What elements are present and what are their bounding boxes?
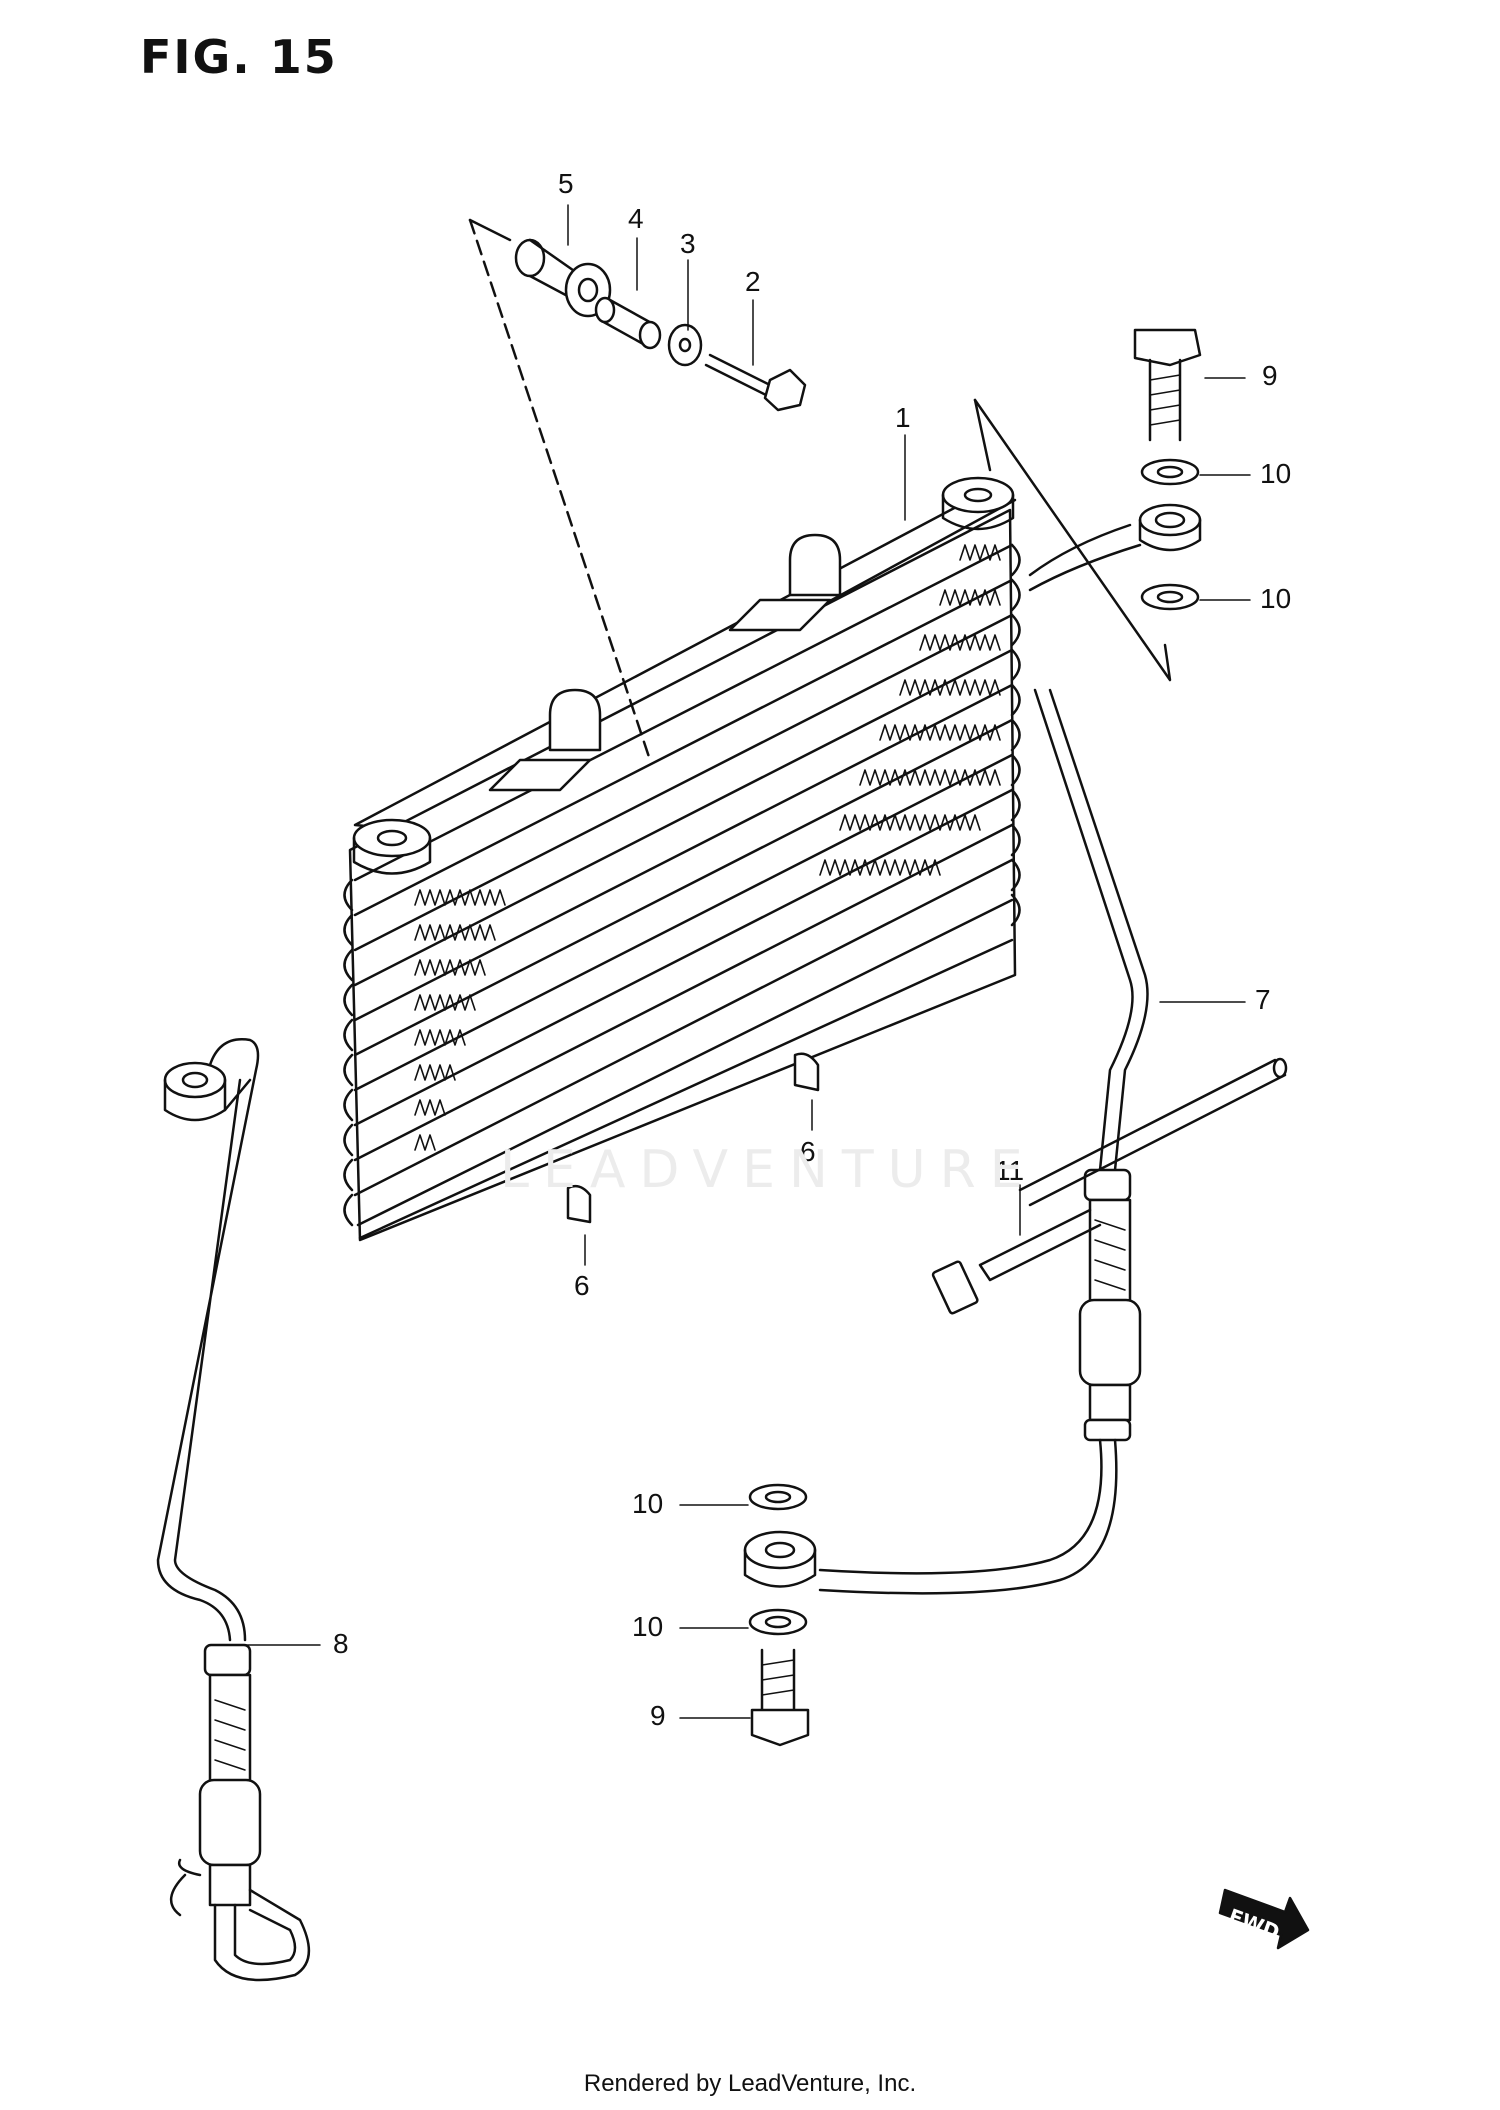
- callout-1: 1: [895, 402, 911, 433]
- leader-lines: [245, 205, 1250, 1718]
- footer-credit: Rendered by LeadVenture, Inc.: [583, 2070, 917, 2097]
- callout-8: 8: [333, 1628, 349, 1659]
- callout-5: 5: [558, 168, 574, 199]
- callout-7: 7: [1255, 984, 1271, 1015]
- callout-6-left: 6: [574, 1270, 590, 1301]
- callout-2: 2: [745, 266, 761, 297]
- callout-9-upper: 9: [1262, 360, 1278, 391]
- clips-6: [568, 1054, 818, 1222]
- callout-10-upper-b: 10: [1260, 583, 1292, 614]
- fwd-arrow-icon: [1220, 1890, 1308, 1948]
- upper-banjo-fittings: [1135, 330, 1200, 609]
- callout-9-lower: 9: [650, 1700, 666, 1731]
- callout-11: 11: [995, 1155, 1025, 1186]
- lower-banjo-fittings: [750, 1485, 808, 1745]
- callout-6-right: 6: [800, 1136, 816, 1167]
- callout-3: 3: [680, 228, 696, 259]
- hose-7: [745, 525, 1148, 1593]
- oil-cooler-core: [345, 478, 1020, 1240]
- hose-8: [158, 1039, 309, 1980]
- callout-10-upper-a: 10: [1260, 458, 1292, 489]
- callout-4: 4: [628, 203, 644, 234]
- mount-hardware: [470, 220, 1170, 760]
- callout-10-lower-a: 10: [632, 1488, 664, 1519]
- clamp-11: [932, 1059, 1286, 1314]
- callout-10-lower-b: 10: [632, 1611, 664, 1642]
- watermark: LEADVENTURE: [500, 1140, 1037, 1200]
- figure-title: FIG. 15: [140, 30, 338, 84]
